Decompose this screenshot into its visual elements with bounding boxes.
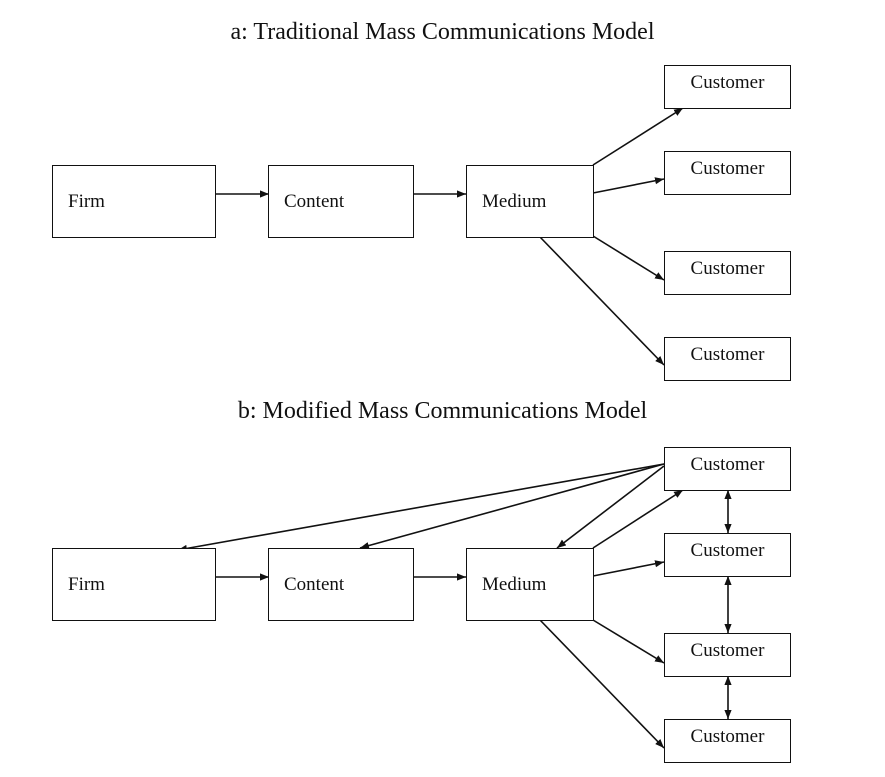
arrow-b-medium-to-customer-1 [592, 489, 684, 549]
arrow-b-medium-to-customer-3 [592, 619, 665, 664]
node-b-medium: Medium [466, 548, 594, 621]
arrow-b-customer-to-content [359, 463, 665, 550]
node-b-customer-3: Customer [664, 633, 791, 677]
node-b-content-label: Content [284, 573, 345, 595]
node-b-customer-1-label: Customer [690, 453, 765, 475]
diagram-b-title: b: Modified Mass Communications Model [237, 398, 648, 424]
arrow-a-medium-to-customer-1 [592, 107, 684, 166]
node-a-customer-4-label: Customer [690, 343, 765, 365]
node-a-customer-2-label: Customer [690, 157, 765, 179]
arrow-a-medium-to-customer-4 [539, 236, 665, 366]
node-b-customer-1: Customer [664, 447, 791, 491]
node-b-customer-4: Customer [664, 719, 791, 763]
arrow-b-medium-to-customer-4 [539, 619, 665, 749]
diagram-a-title: a: Traditional Mass Communications Model [230, 19, 655, 45]
node-b-customer-2-label: Customer [690, 539, 765, 561]
node-a-medium: Medium [466, 165, 594, 238]
node-a-customer-3: Customer [664, 251, 791, 295]
node-b-customer-2: Customer [664, 533, 791, 577]
node-b-customer-4-label: Customer [690, 725, 765, 747]
arrow-b-customer-to-firm [177, 463, 665, 552]
node-a-customer-4: Customer [664, 337, 791, 381]
node-a-customer-1: Customer [664, 65, 791, 109]
node-b-medium-label: Medium [482, 573, 547, 595]
arrow-a-medium-to-customer-2 [592, 177, 665, 194]
node-b-firm: Firm [52, 548, 216, 621]
arrow-b-medium-to-customer-2 [592, 560, 665, 577]
node-b-firm-label: Firm [68, 573, 105, 595]
node-b-content: Content [268, 548, 414, 621]
node-a-content: Content [268, 165, 414, 238]
node-a-content-label: Content [284, 190, 345, 212]
node-a-firm-label: Firm [68, 190, 105, 212]
node-b-customer-3-label: Customer [690, 639, 765, 661]
node-a-customer-3-label: Customer [690, 257, 765, 279]
node-a-firm: Firm [52, 165, 216, 238]
arrow-b-customer-to-medium [556, 465, 665, 549]
node-a-customer-2: Customer [664, 151, 791, 195]
node-a-customer-1-label: Customer [690, 71, 765, 93]
node-a-medium-label: Medium [482, 190, 547, 212]
arrow-a-medium-to-customer-3 [592, 235, 665, 281]
